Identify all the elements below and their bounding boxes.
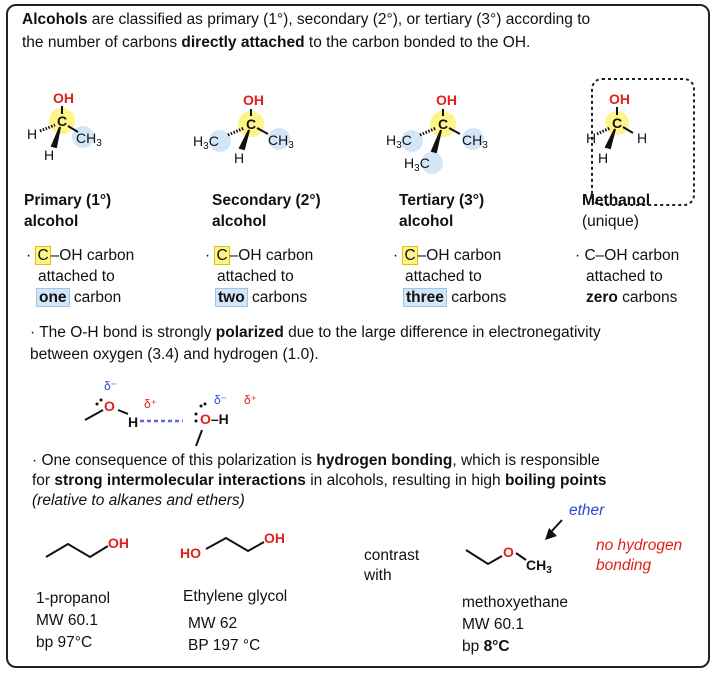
group-h3c: H3C xyxy=(386,132,412,151)
group-h3c: H3C xyxy=(404,155,430,174)
atom-h: H xyxy=(637,130,648,146)
consequence-line-3: (relative to alkanes and ethers) xyxy=(32,492,245,509)
atom-h: H xyxy=(598,150,609,166)
alpha-carbon-highlight xyxy=(49,108,75,134)
atom-c: C xyxy=(57,113,68,129)
intro-line-2: the number of carbons directly attached … xyxy=(22,34,531,51)
methanol-dashed-box xyxy=(591,78,695,206)
contrast-l2: with xyxy=(364,567,392,584)
delta-minus: δ⁻ xyxy=(214,393,228,407)
consequence-line-1: · One consequence of this polarization i… xyxy=(32,452,600,469)
group-ch3: CH3 xyxy=(462,132,488,151)
polar-line-2: between oxygen (3.4) and hydrogen (1.0). xyxy=(30,346,319,363)
alpha-carbon-highlight xyxy=(238,111,264,137)
atom-h: H xyxy=(128,414,139,430)
no-hb-l1: no hydrogen xyxy=(596,537,683,554)
attached-carbon-highlight xyxy=(268,128,290,150)
o-h-bond: O–H xyxy=(200,411,229,427)
delta-plus: δ⁺ xyxy=(244,393,258,407)
atom-oh: OH xyxy=(53,90,74,106)
group-ch3: CH3 xyxy=(526,557,552,576)
atom-c: C xyxy=(612,115,623,131)
no-hb-l2: bonding xyxy=(596,557,652,574)
attached-carbon-highlight xyxy=(421,152,443,174)
ether-o: O xyxy=(503,544,514,560)
ether-label: ether xyxy=(569,502,605,519)
delta-minus: δ⁻ xyxy=(104,379,118,393)
atom-oh: OH xyxy=(609,91,630,107)
atom-oh: OH xyxy=(243,92,264,108)
attached-carbon-highlight xyxy=(209,130,231,152)
atom-oh: OH xyxy=(436,92,457,108)
atom-o: O xyxy=(104,398,115,414)
group-h3c: H3C xyxy=(193,133,219,152)
atom-h: H xyxy=(27,126,38,142)
glycol-ho: HO xyxy=(180,545,201,561)
group-ch3: CH3 xyxy=(268,132,294,151)
delta-plus: δ⁺ xyxy=(144,397,158,411)
atom-h: H xyxy=(586,130,597,146)
propanol-oh: OH xyxy=(108,535,129,551)
atom-c: C xyxy=(438,116,449,132)
polar-line-1: · The O-H bond is strongly polarized due… xyxy=(30,324,601,341)
contrast-l1: contrast xyxy=(364,547,420,564)
attached-carbon-highlight xyxy=(401,130,423,152)
atom-h: H xyxy=(234,150,245,166)
intro-line-1: Alcohols are classified as primary (1°),… xyxy=(22,11,591,28)
glycol-oh: OH xyxy=(264,530,285,546)
arrow-head-icon xyxy=(545,528,557,540)
alpha-carbon-highlight xyxy=(430,111,456,137)
group-ch3: CH3 xyxy=(76,130,102,149)
atom-h: H xyxy=(44,147,55,163)
alpha-carbon-highlight xyxy=(605,111,629,135)
attached-carbon-highlight xyxy=(462,128,484,150)
atom-c: C xyxy=(246,116,257,132)
diagram-frame xyxy=(6,4,710,668)
consequence-line-2: for strong intermolecular interactions i… xyxy=(32,472,607,489)
